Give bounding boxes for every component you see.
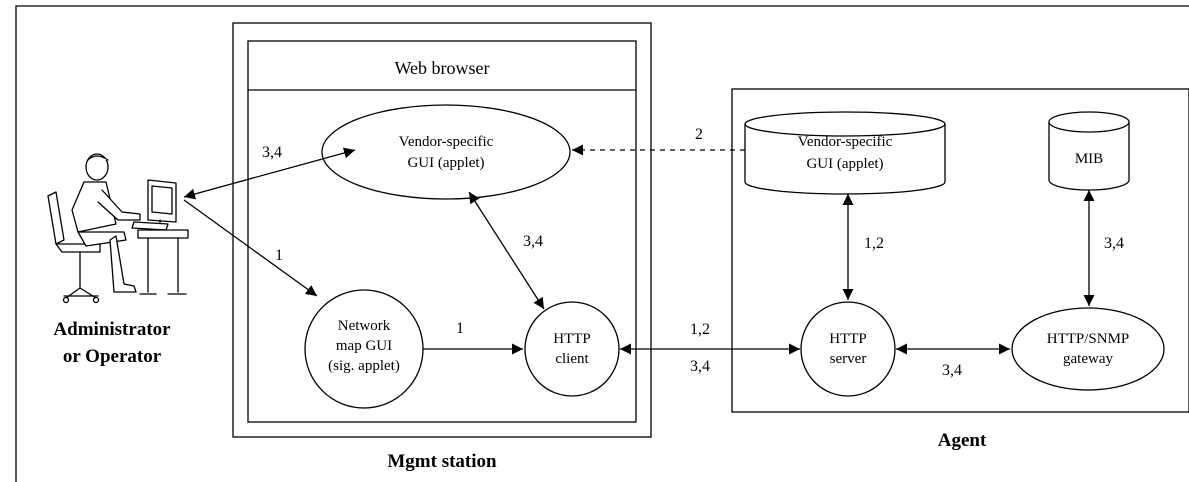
edge-admin-vendor-gui <box>183 147 356 200</box>
edge-label-client-server-top: 1,2 <box>690 321 710 338</box>
edge-label-store-vendor-gui: 2 <box>695 126 703 143</box>
http-client-node <box>524 301 620 397</box>
edge-label-client-server-bottom: 3,4 <box>690 358 710 375</box>
outer-frame <box>15 5 1189 482</box>
actor-label-line1: Administrator <box>53 319 171 340</box>
network-map-gui-line1: Network <box>338 318 391 334</box>
http-server-node <box>800 301 896 397</box>
mgmt-station-box <box>232 22 652 438</box>
web-browser-title: Web browser <box>394 58 489 78</box>
agent-label: Agent <box>938 430 987 451</box>
network-map-gui-line2: map GUI <box>336 338 392 354</box>
vendor-gui-store-node <box>744 111 946 195</box>
http-client-line1: HTTP <box>553 331 591 347</box>
http-client-line2: client <box>555 351 589 367</box>
http-server-line2: server <box>830 351 867 367</box>
vendor-gui-browser-line2: GUI (applet) <box>407 155 484 171</box>
edge-label-mib-gateway: 3,4 <box>1104 235 1124 252</box>
mgmt-station-label: Mgmt station <box>387 451 497 472</box>
http-snmp-gateway-line1: HTTP/SNMP <box>1047 331 1130 347</box>
vendor-gui-store-line2: GUI (applet) <box>806 156 883 172</box>
http-server-line1: HTTP <box>829 331 867 347</box>
edge-label-admin-vendor-gui: 3,4 <box>262 144 282 161</box>
edge-label-network-map-client: 1 <box>456 320 464 337</box>
vendor-gui-store-line1: Vendor-specific <box>798 134 893 150</box>
edge-admin-network-map <box>183 199 318 297</box>
http-snmp-gateway-node <box>1011 307 1165 391</box>
edge-vendor-gui-client <box>468 191 545 310</box>
edge-label-store-server: 1,2 <box>864 235 884 252</box>
network-map-gui-line3: (sig. applet) <box>328 358 400 374</box>
vendor-gui-browser-node <box>321 104 571 200</box>
mib-label: MIB <box>1075 151 1103 167</box>
http-snmp-gateway-line2: gateway <box>1063 351 1113 367</box>
agent-box <box>731 88 1189 413</box>
vendor-gui-browser-line1: Vendor-specific <box>399 134 494 150</box>
edge-label-vendor-gui-client: 3,4 <box>523 233 543 250</box>
administrator-figure-icon <box>47 153 189 304</box>
edge-label-server-gateway: 3,4 <box>942 362 962 379</box>
actor-label-line2: or Operator <box>63 346 162 367</box>
edge-label-admin-network-map: 1 <box>275 247 283 264</box>
